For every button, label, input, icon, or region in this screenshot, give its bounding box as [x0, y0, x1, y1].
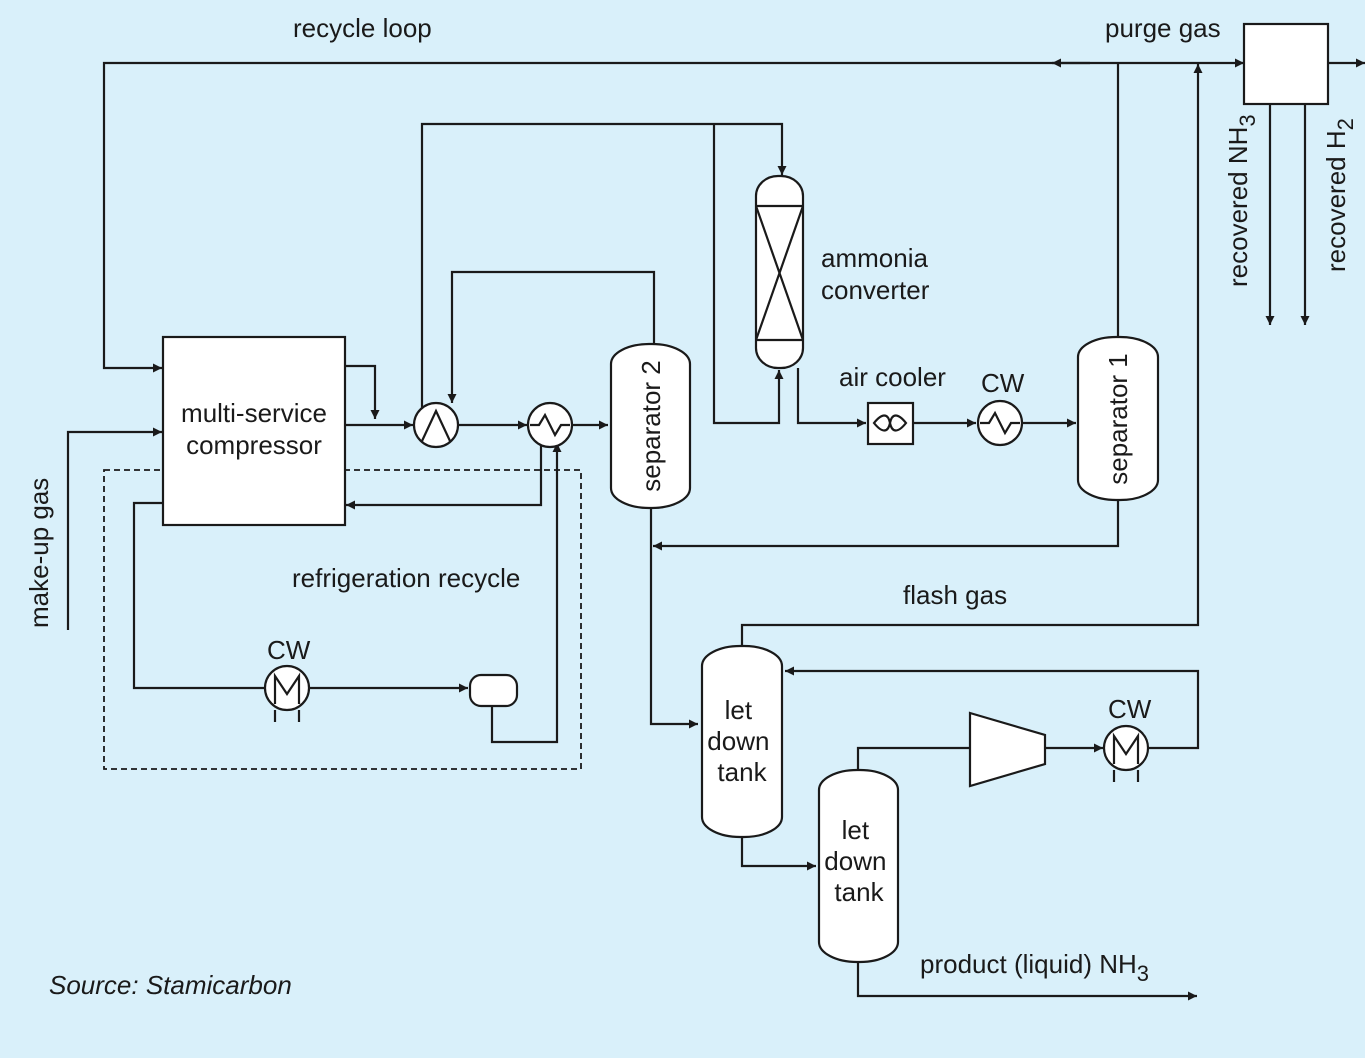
cw-to-letdown1-line [785, 666, 1200, 750]
make-up-gas-line [66, 427, 162, 630]
refrigeration-recycle-boundary [103, 469, 582, 770]
refrigerant-receiver-drum [468, 673, 519, 708]
product-nh3-line [856, 962, 1197, 1001]
flash-gas-compressor [968, 711, 1047, 788]
separator-1-vessel [1076, 335, 1160, 502]
cw-label-3: CW [1108, 694, 1152, 724]
make-up-gas-label: make-up gas [24, 478, 54, 628]
hx1-to-converter-line [420, 122, 787, 410]
recovered-h2-label: recovered H2 [1321, 118, 1358, 272]
letdown2-overhead-line [856, 746, 970, 770]
compressor-label-2: compressor [186, 430, 322, 460]
refrigeration-recycle-label: refrigeration recycle [292, 563, 520, 593]
refrigerant-return-line [346, 440, 543, 510]
flow-lines [66, 58, 1365, 1001]
flash-gas-line [740, 64, 1203, 646]
ammonia-converter-label-1: ammonia [821, 243, 928, 273]
recycle-loop-line [102, 61, 1118, 373]
separator-2-label: separator 2 [636, 360, 666, 492]
letdown1-to-letdown2-line [740, 836, 816, 871]
compressor-outlet-line-1 [346, 364, 380, 419]
cw-exchanger-flash-gas [1102, 724, 1150, 782]
source-credit: Source: Stamicarbon [49, 970, 292, 1000]
flash-gas-label: flash gas [903, 580, 1007, 610]
refrigeration-compressor-outlet [132, 501, 264, 690]
ammonia-converter-label-2: converter [821, 275, 930, 305]
feed-effluent-heat-exchanger [412, 401, 460, 449]
purge-gas-recovery-unit [1242, 22, 1330, 106]
separator2-overhead-line [447, 270, 656, 403]
separator1-bottom-line [653, 500, 1120, 551]
purge-gas-label: purge gas [1105, 13, 1221, 43]
recycle-loop-label: recycle loop [293, 13, 432, 43]
air-cooler-label: air cooler [839, 362, 946, 392]
chiller-heat-exchanger [526, 401, 574, 449]
let-down-tank-1-vessel [700, 644, 784, 839]
converter-outlet-line [796, 368, 866, 428]
cw-label-1: CW [981, 368, 1025, 398]
let-down-tank-1-label: let down tank [707, 695, 776, 787]
let-down-tank-2-label: let down tank [824, 815, 893, 907]
drum-to-hx2-line [490, 443, 562, 744]
cw-exchanger-1 [976, 399, 1024, 447]
separator2-bottom-line [649, 508, 698, 729]
separator-2-vessel [609, 342, 692, 510]
separator-1-label: separator 1 [1103, 353, 1133, 485]
compressor-label-1: multi-service [181, 398, 327, 428]
cw-condenser-refrigeration [263, 664, 311, 722]
ammonia-converter-vessel [754, 174, 805, 370]
air-cooler-unit [866, 401, 915, 446]
multi-service-compressor [161, 335, 347, 527]
product-nh3-label: product (liquid) NH3 [920, 949, 1149, 986]
recovered-nh3-label: recovered NH3 [1223, 114, 1260, 287]
let-down-tank-2-vessel [817, 768, 900, 964]
converter-bypass-line [712, 124, 784, 425]
cw-label-2: CW [267, 635, 311, 665]
